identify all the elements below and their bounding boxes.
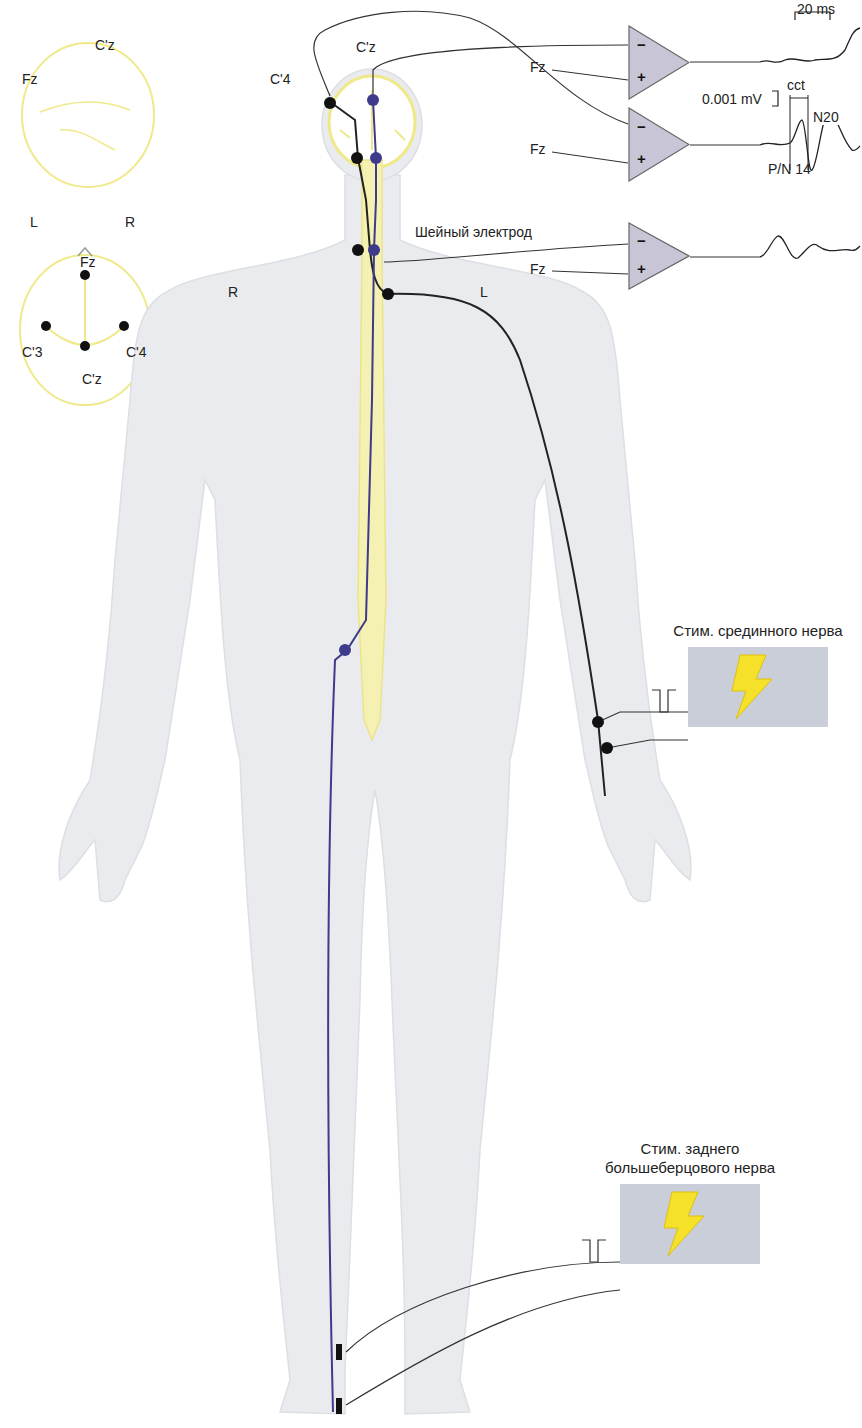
amplifier: −+ bbox=[628, 222, 690, 290]
label: C'3 bbox=[22, 345, 43, 360]
label: C'4 bbox=[270, 72, 291, 87]
amplifier: −+ bbox=[628, 25, 690, 100]
tibial-pathway bbox=[328, 100, 376, 1412]
label: Fz bbox=[530, 60, 546, 75]
label: L bbox=[480, 285, 488, 300]
label: R bbox=[228, 285, 238, 300]
label: Fz bbox=[530, 142, 546, 157]
stimulator-box bbox=[620, 1184, 760, 1264]
plus-input: + bbox=[637, 69, 646, 84]
median-pathway bbox=[333, 104, 605, 796]
amplifier: −+ bbox=[628, 107, 690, 182]
plus-input: + bbox=[637, 151, 646, 166]
head-side bbox=[22, 43, 154, 187]
label: cct bbox=[787, 78, 805, 93]
label: 20 ms bbox=[797, 2, 835, 17]
label: P/N 14 bbox=[768, 162, 811, 177]
label: C'z bbox=[95, 38, 115, 53]
stimulator-label: Стим. срединного нерва bbox=[668, 622, 848, 641]
stimulator-label: Стим. заднего большеберцового нерва bbox=[600, 1140, 780, 1178]
lightning bbox=[620, 1184, 760, 1264]
label: C'z bbox=[356, 40, 376, 55]
label: R bbox=[125, 215, 135, 230]
minus-input: − bbox=[637, 233, 646, 248]
lightning bbox=[688, 647, 828, 727]
label: Шейный электрод bbox=[415, 225, 532, 240]
label: Fz bbox=[530, 262, 546, 277]
stimulator-box bbox=[688, 647, 828, 727]
head-top bbox=[20, 255, 150, 405]
stimulator: Стим. заднего большеберцового нерва bbox=[600, 1140, 780, 1264]
minus-input: − bbox=[637, 119, 646, 134]
label: Fz bbox=[80, 255, 96, 270]
plus-input: + bbox=[637, 261, 646, 276]
brain bbox=[329, 76, 415, 168]
label: Fz bbox=[22, 72, 38, 87]
label: N20 bbox=[812, 110, 840, 125]
minus-input: − bbox=[637, 37, 646, 52]
label: C'4 bbox=[126, 345, 147, 360]
label: L bbox=[30, 215, 38, 230]
label: 0.001 mV bbox=[702, 92, 762, 107]
label: C'z bbox=[82, 372, 102, 387]
stimulator: Стим. срединного нерва bbox=[668, 622, 848, 727]
